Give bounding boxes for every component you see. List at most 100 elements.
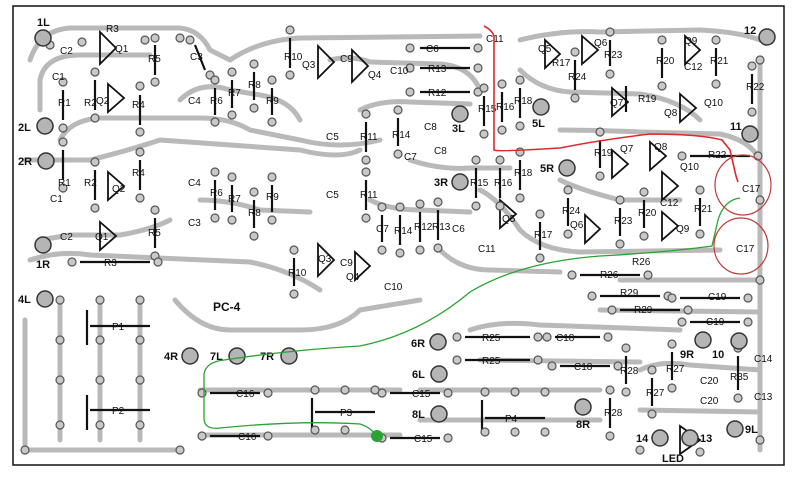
- label-R14b: R14: [394, 226, 413, 237]
- label-C3b: C3: [188, 218, 201, 229]
- label-R23b: R23: [614, 216, 633, 227]
- label-R8a: R8: [248, 80, 261, 91]
- pad-label-11: 11: [730, 121, 742, 133]
- label-Q8b: Q8: [654, 142, 668, 153]
- label-R29b: R29: [634, 305, 653, 316]
- green-wire-endpoint: [371, 430, 383, 442]
- label-R21a: R21: [710, 56, 729, 67]
- label-C12a: C12: [684, 62, 703, 73]
- label-Q5a: Q5: [538, 44, 552, 55]
- label-R20b: R20: [638, 208, 657, 219]
- pad-11: [741, 125, 759, 143]
- label-C18b: C18: [574, 362, 593, 373]
- pad-13: [681, 429, 699, 447]
- component-bodies: [61, 38, 754, 440]
- label-C10a: C10: [390, 66, 409, 77]
- label-C18a: C18: [556, 333, 575, 344]
- pad-2R: [37, 152, 55, 170]
- label-R15b: R15: [470, 178, 489, 189]
- pad-label-9L: 9L: [745, 424, 758, 436]
- led-label: LED: [662, 453, 684, 465]
- pad-label-1L: 1L: [37, 17, 50, 29]
- pad-6R: [429, 333, 447, 351]
- label-R3a: R3: [106, 24, 119, 35]
- label-C13: C13: [754, 392, 773, 403]
- label-C12b: C12: [660, 198, 679, 209]
- pad-2L: [36, 117, 54, 135]
- label-C6a: C6: [426, 44, 439, 55]
- label-R25b: R25: [482, 356, 501, 367]
- label-R2b: R2: [84, 178, 97, 189]
- label-C2a: C2: [60, 46, 73, 57]
- label-C14: C14: [754, 354, 773, 365]
- label-C8a: C8: [424, 122, 437, 133]
- label-Q10a: Q10: [704, 98, 723, 109]
- pad-label-2L: 2L: [18, 122, 31, 134]
- label-C20b: C20: [700, 396, 719, 407]
- pad-label-3L: 3L: [452, 123, 465, 135]
- label-R5b: R5: [148, 228, 161, 239]
- label-C8b: C8: [434, 146, 447, 157]
- label-C20a: C20: [700, 376, 719, 387]
- component-labels: C2 C1 Q1 R3 R1 R2 Q2 R4 R5 C3 C4 R6 R7 R…: [50, 24, 773, 445]
- label-R19b: R19: [594, 148, 613, 159]
- label-R8b: R8: [248, 208, 261, 219]
- pad-label-3R: 3R: [434, 177, 448, 189]
- label-R1b: R1: [58, 178, 71, 189]
- label-R7a: R7: [228, 88, 241, 99]
- pad-label-2R: 2R: [18, 156, 32, 168]
- label-R9a: R9: [266, 96, 279, 107]
- label-R10a: R10: [284, 52, 303, 63]
- label-R21b: R21: [694, 204, 713, 215]
- label-Q2a: Q2: [96, 96, 110, 107]
- pad-3R: [451, 173, 469, 191]
- label-R23a: R23: [604, 50, 623, 61]
- label-R25a: R25: [482, 333, 501, 344]
- pad-label-8R: 8R: [576, 419, 590, 431]
- label-C16a: C16: [236, 389, 255, 400]
- label-R12a: R12: [428, 88, 447, 99]
- pad-label-10: 10: [712, 349, 724, 361]
- label-R18b: R18: [514, 168, 533, 179]
- pad-1R: [34, 236, 52, 254]
- label-R24a: R24: [568, 72, 587, 83]
- label-R5a: R5: [148, 54, 161, 65]
- label-R13a: R13: [428, 64, 447, 75]
- label-R4b: R4: [132, 168, 145, 179]
- label-R27b: R27: [666, 364, 685, 375]
- label-R15a: R15: [478, 104, 497, 115]
- label-R1a: R1: [58, 98, 71, 109]
- pad-12: [758, 28, 776, 46]
- label-C5a: C5: [326, 132, 339, 143]
- pad-8L: [430, 405, 448, 423]
- green-wire: [203, 197, 741, 437]
- pad-label-6R: 6R: [411, 338, 425, 350]
- label-Q9a: Q9: [684, 36, 698, 47]
- pad-label-4L: 4L: [18, 294, 31, 306]
- label-Q1a: Q1: [115, 44, 129, 55]
- pad-10: [730, 332, 748, 350]
- label-P1: P1: [112, 322, 125, 333]
- label-R28b: R28: [604, 408, 623, 419]
- label-C3a: C3: [190, 52, 203, 63]
- label-C19b: C19: [706, 317, 725, 328]
- label-R22b: R22: [708, 150, 727, 161]
- red-wire: [483, 25, 739, 183]
- label-Q2b: Q2: [112, 184, 126, 195]
- label-R27a: R27: [646, 388, 665, 399]
- label-C19a: C19: [708, 292, 727, 303]
- pad-5R: [558, 159, 576, 177]
- label-C16b: C16: [238, 432, 257, 443]
- label-Q1b: Q1: [95, 232, 109, 243]
- label-Q7a: Q7: [610, 98, 624, 109]
- label-C4a: C4: [188, 96, 201, 107]
- label-Q8a: Q8: [664, 108, 678, 119]
- label-R12b: R12: [414, 222, 433, 233]
- label-R24b: R24: [562, 206, 581, 217]
- pad-1L: [34, 29, 52, 47]
- label-R4a: R4: [132, 100, 145, 111]
- label-C17b: C17: [736, 244, 755, 255]
- label-C17a: C17: [742, 184, 761, 195]
- pad-14: [651, 429, 669, 447]
